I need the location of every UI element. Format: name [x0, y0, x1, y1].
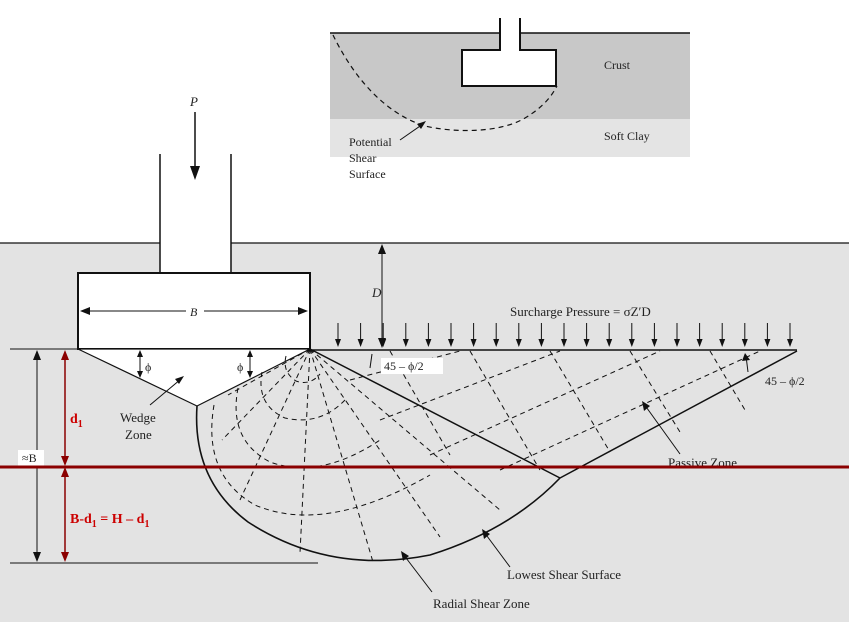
- surcharge-arrowhead: [674, 339, 680, 347]
- surcharge-arrowhead: [493, 339, 500, 347]
- surcharge-arrowhead: [719, 339, 726, 347]
- surcharge-arrowhead: [425, 339, 432, 347]
- wedge-label-line-1: Wedge: [120, 410, 156, 425]
- angle-left-pointer: [369, 353, 373, 369]
- passive-outer-boundary: [559, 350, 798, 479]
- crust-label: Crust: [604, 58, 631, 72]
- potential-shear-surface: [332, 34, 558, 132]
- width-arrow-right: [298, 307, 308, 315]
- radial-pointer: [402, 553, 433, 593]
- wedge-zone: [77, 348, 311, 407]
- surcharge-arrowhead: [515, 339, 522, 347]
- radial-shear-label: Radial Shear Zone: [433, 596, 530, 611]
- shear-pointer-arrowhead: [417, 121, 426, 129]
- surcharge-arrowhead: [470, 339, 477, 347]
- wedge-label-line-2: Zone: [125, 427, 152, 442]
- phi-left-label: ϕ: [145, 360, 151, 374]
- depth-label: D: [371, 285, 382, 300]
- surcharge-arrowhead: [335, 339, 341, 347]
- angle-right-label: 45 – ϕ/2: [765, 374, 805, 388]
- surcharge-arrowhead: [606, 339, 613, 347]
- surcharge-arrowhead: [583, 339, 590, 347]
- passive-boundary: [309, 348, 561, 479]
- lowest-shear-surface: [195, 405, 561, 562]
- inset-crust-diagram: Crust Soft Clay Potential Shear Surface: [330, 18, 690, 181]
- radial-shear-arcs: [211, 355, 431, 516]
- surcharge-arrowhead: [357, 339, 364, 347]
- shear-label-line-2: Shear: [349, 151, 376, 165]
- width-label: B: [190, 305, 198, 319]
- approx-b-label: ≈B: [22, 451, 37, 465]
- surcharge-arrowhead: [696, 339, 703, 347]
- surcharge-arrowhead: [628, 339, 635, 347]
- inset-footing: [461, 18, 557, 87]
- surcharge-arrowhead: [402, 339, 409, 347]
- surcharge-label: Surcharge Pressure = σZ′D: [510, 304, 651, 319]
- width-arrow-left: [80, 307, 90, 315]
- passive-pointer: [643, 403, 681, 455]
- surcharge-arrowhead: [538, 339, 545, 347]
- load-label: P: [189, 94, 198, 109]
- lowest-shear-label: Lowest Shear Surface: [507, 567, 621, 582]
- load-arrowhead: [190, 166, 200, 180]
- lowest-pointer: [483, 531, 511, 568]
- angle-left-label: 45 – ϕ/2: [384, 359, 424, 373]
- d1-label: d1: [70, 412, 83, 430]
- surcharge-arrowhead: [741, 339, 748, 347]
- shear-label-line-3: Surface: [349, 167, 386, 181]
- bd1-label: B-d1 = H – d1: [70, 512, 149, 530]
- wedge-pointer: [149, 378, 182, 406]
- surcharge-arrowhead: [448, 339, 454, 347]
- soft-clay-layer: [330, 119, 690, 157]
- phi-right-label: ϕ: [237, 360, 243, 374]
- surcharge-arrowhead: [764, 339, 771, 347]
- surcharge-arrowhead: [787, 339, 793, 347]
- radial-shear-rays: [221, 348, 501, 563]
- surcharge-arrowhead: [651, 339, 658, 347]
- surcharge-arrowhead: [561, 339, 567, 347]
- shear-label-line-1: Potential: [349, 135, 392, 149]
- soft-clay-label: Soft Clay: [604, 129, 650, 143]
